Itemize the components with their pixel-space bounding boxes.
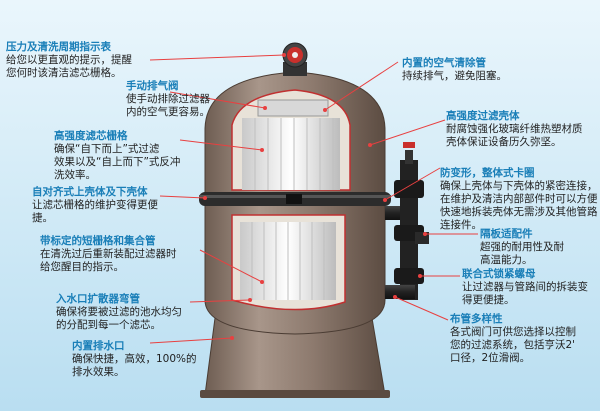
callout-inlet-diffuser: 入水口扩散器弯管 确保将要被过滤的池水均匀 的分配到每一个滤芯。 <box>56 293 182 332</box>
pressure-gauge <box>282 42 308 76</box>
leader-lines <box>149 53 478 344</box>
callout-tank-shell: 高强度过滤壳体 耐腐蚀强化玻璃纤维热塑材质 壳体保证设备历久弥坚。 <box>446 110 583 149</box>
callout-desc: 确保“自下而上”式过滤 效果以及“自上而下”式反冲 洗效率。 <box>54 143 181 181</box>
callout-desc: 使手动排除过滤器 内的空气更容易。 <box>126 93 210 118</box>
side-plumbing <box>385 142 429 300</box>
callout-title: 联合式锁紧螺母 <box>462 268 536 280</box>
callout-bulkhead: 隔板适配件 超强的耐用性及耐 高温能力。 <box>480 228 564 267</box>
callout-clamp-ring: 防变形，整体式卡圈 确保上壳体与下壳体的紧密连接， 在维护及清洁内部部件时可以方… <box>440 167 598 232</box>
clamp-ring <box>199 192 391 206</box>
callout-title: 手动排气阀 <box>126 80 179 92</box>
callout-union-nut: 联合式锁紧螺母 让过滤器与管路间的拆装变 得更便捷。 <box>462 268 588 307</box>
callout-desc: 超强的耐用性及耐 高温能力。 <box>480 241 564 266</box>
callout-self-align-lid: 自对齐式上壳体及下壳体 让滤芯栅格的维护变得更便 捷。 <box>32 186 158 225</box>
callout-air-relief-tube: 内置的空气清除管 持续排气，避免阻塞。 <box>402 57 507 83</box>
callout-title: 压力及清洗周期指示表 <box>6 41 111 53</box>
upper-tank <box>204 71 386 201</box>
callout-desc: 各式阀门可供您选择以控制 您的过滤系统，包括亨沃2' 口径，2位滑阀。 <box>450 326 576 364</box>
callout-desc: 让过滤器与管路间的拆装变 得更便捷。 <box>462 281 588 306</box>
callout-title: 防变形，整体式卡圈 <box>440 167 535 179</box>
callout-desc: 确保快捷，高效，100%的 排水效果。 <box>72 353 197 378</box>
callout-title: 高强度滤芯栅格 <box>54 130 128 142</box>
tank-base <box>200 317 390 398</box>
callout-title: 内置的空气清除管 <box>402 57 486 69</box>
callout-desc: 确保将要被过滤的池水均匀 的分配到每一个滤芯。 <box>56 306 182 331</box>
callout-plumbing-options: 布管多样性 各式阀门可供您选择以控制 您的过滤系统，包括亨沃2' 口径，2位滑阀… <box>450 313 576 365</box>
callout-title: 布管多样性 <box>450 313 503 325</box>
callout-desc: 耐腐蚀强化玻璃纤维热塑材质 壳体保证设备历久弥坚。 <box>446 123 583 148</box>
callout-title: 自对齐式上壳体及下壳体 <box>32 186 148 198</box>
callout-title: 高强度过滤壳体 <box>446 110 520 122</box>
callout-drain: 内置排水口 确保快捷，高效，100%的 排水效果。 <box>72 340 197 379</box>
callout-filter-grid: 高强度滤芯栅格 确保“自下而上”式过滤 效果以及“自上而下”式反冲 洗效率。 <box>54 130 180 182</box>
callout-desc: 持续排气，避免阻塞。 <box>402 70 507 82</box>
callout-title: 内置排水口 <box>72 340 125 352</box>
callout-desc: 确保上壳体与下壳体的紧密连接， 在维护及清洁内部部件时可以方便 快速地拆装壳体无… <box>440 180 598 231</box>
callout-manifold: 带标定的短栅格和集合管 在清洗过后重新装配过滤器时 给您醒目的指示。 <box>40 235 177 274</box>
callout-manual-vent: 手动排气阀 使手动排除过滤器 内的空气更容易。 <box>126 80 210 119</box>
callout-pressure-gauge: 压力及清洗周期指示表 给您以更直观的提示，提醒 您何时该清洁滤芯栅格。 <box>6 41 132 80</box>
callout-desc: 让滤芯栅格的维护变得更便 捷。 <box>32 199 158 224</box>
callout-desc: 给您以更直观的提示，提醒 您何时该清洁滤芯栅格。 <box>6 54 132 79</box>
callout-title: 隔板适配件 <box>480 228 533 240</box>
callout-desc: 在清洗过后重新装配过滤器时 给您醒目的指示。 <box>40 248 177 273</box>
callout-title: 带标定的短栅格和集合管 <box>40 235 156 247</box>
callout-title: 入水口扩散器弯管 <box>56 293 140 305</box>
